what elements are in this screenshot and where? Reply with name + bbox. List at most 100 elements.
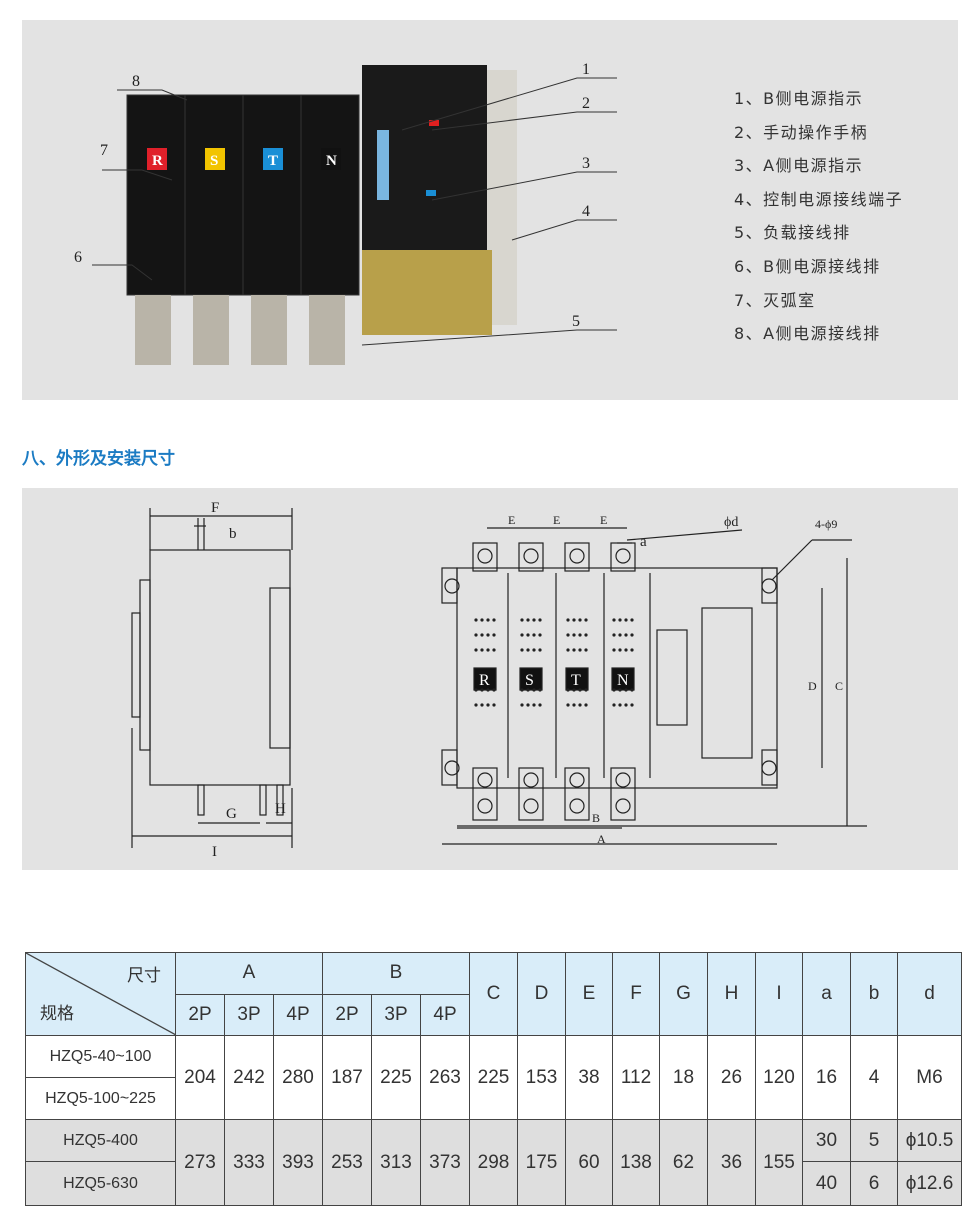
pole-letter: N — [326, 153, 337, 169]
corner-dimension-label: 尺寸 — [127, 966, 161, 986]
pole-label-box — [473, 667, 497, 691]
pole-letter: S — [210, 153, 218, 169]
value-b: 5 — [850, 1119, 898, 1162]
value-cell: 26 — [707, 1035, 756, 1120]
model-name: HZQ5-40~100 — [25, 1035, 176, 1078]
value-cell: 175 — [517, 1119, 566, 1206]
value-cell: 313 — [371, 1119, 421, 1206]
dim-B: B — [592, 811, 600, 825]
table-corner-header: 尺寸规格 — [25, 952, 176, 1036]
terminal-hole — [477, 798, 493, 814]
terminal-hole — [615, 548, 631, 564]
dim-F: F — [211, 500, 219, 516]
legend-item: 3、A侧电源指示 — [734, 156, 864, 176]
pole-module — [300, 94, 360, 296]
value-cell: 253 — [322, 1119, 372, 1206]
model-name: HZQ5-400 — [25, 1119, 176, 1162]
header-I: I — [755, 952, 803, 1036]
value-cell: 204 — [175, 1035, 225, 1120]
value-cell: 60 — [565, 1119, 613, 1206]
value-b: 6 — [850, 1161, 898, 1206]
section-heading: 八、外形及安装尺寸 — [22, 449, 175, 469]
pole-letter: T — [268, 153, 278, 169]
dim-phi-d: ϕd — [724, 515, 738, 530]
terminal-bar — [193, 295, 229, 365]
value-cell: 225 — [469, 1035, 518, 1120]
legend-item: 5、负载接线排 — [734, 223, 851, 243]
header-D: D — [517, 952, 566, 1036]
value-cell: 153 — [517, 1035, 566, 1120]
value-cell: 273 — [175, 1119, 225, 1206]
value-cell: 187 — [322, 1035, 372, 1120]
value-cell: 18 — [659, 1035, 708, 1120]
legend-item: 6、B侧电源接线排 — [734, 256, 881, 276]
value-cell: 263 — [420, 1035, 470, 1120]
header-pole: 3P — [224, 993, 274, 1036]
dim-E2: E — [553, 513, 560, 527]
pole-badge — [205, 148, 225, 170]
legend-item: 7、灭弧室 — [734, 290, 816, 310]
callout-7: 7 — [100, 142, 108, 159]
header-F: F — [612, 952, 660, 1036]
callout-2: 2 — [582, 95, 590, 112]
terminal-hole — [569, 772, 585, 788]
header-pole: 4P — [273, 993, 323, 1036]
value-cell: 155 — [755, 1119, 803, 1206]
value-cell: 16 — [802, 1035, 851, 1120]
pole-label: R — [479, 672, 490, 689]
table-row: HZQ5-100~225 — [25, 1077, 962, 1120]
header-b: b — [850, 952, 898, 1036]
dim-a: a — [640, 534, 647, 550]
callout-3: 3 — [582, 155, 590, 172]
pole-label-box — [565, 667, 589, 691]
terminal-bar — [135, 295, 171, 365]
header-d: d — [897, 952, 962, 1036]
header-B: B — [322, 952, 470, 995]
value-cell: 36 — [707, 1119, 756, 1206]
terminal-bar — [309, 295, 345, 365]
header-C: C — [469, 952, 518, 1036]
header-pole: 3P — [371, 993, 421, 1036]
pole-letter: R — [152, 153, 163, 169]
callout-5: 5 — [572, 313, 580, 330]
dim-b: b — [229, 526, 237, 542]
dim-E1: E — [508, 513, 515, 527]
value-cell: 62 — [659, 1119, 708, 1206]
dim-C: C — [835, 679, 843, 693]
terminal-hole — [523, 548, 539, 564]
value-a: 30 — [802, 1119, 851, 1162]
callout-1: 1 — [582, 61, 590, 78]
value-cell: 373 — [420, 1119, 470, 1206]
dim-G: G — [226, 806, 237, 822]
value-cell: 138 — [612, 1119, 660, 1206]
header-E: E — [565, 952, 613, 1036]
callout-6: 6 — [74, 249, 82, 266]
pole-label: S — [525, 672, 534, 689]
terminal-hole — [615, 772, 631, 788]
dim-E3: E — [600, 513, 607, 527]
value-d: ϕ12.6 — [897, 1161, 962, 1206]
legend-item: 1、B侧电源指示 — [734, 89, 864, 108]
model-name: HZQ5-100~225 — [25, 1077, 176, 1120]
pole-badge — [263, 148, 283, 170]
header-A: A — [175, 952, 323, 995]
legend-item: 2、手动操作手柄 — [734, 122, 869, 142]
pole-label-box — [519, 667, 543, 691]
dim-D: D — [808, 679, 817, 693]
header-pole: 2P — [175, 993, 225, 1036]
value-cell: 112 — [612, 1035, 660, 1120]
pole-badge — [321, 148, 341, 170]
header-a: a — [802, 952, 851, 1036]
dim-I: I — [212, 844, 217, 860]
pole-label-box — [611, 667, 635, 691]
pole-module — [184, 94, 244, 296]
